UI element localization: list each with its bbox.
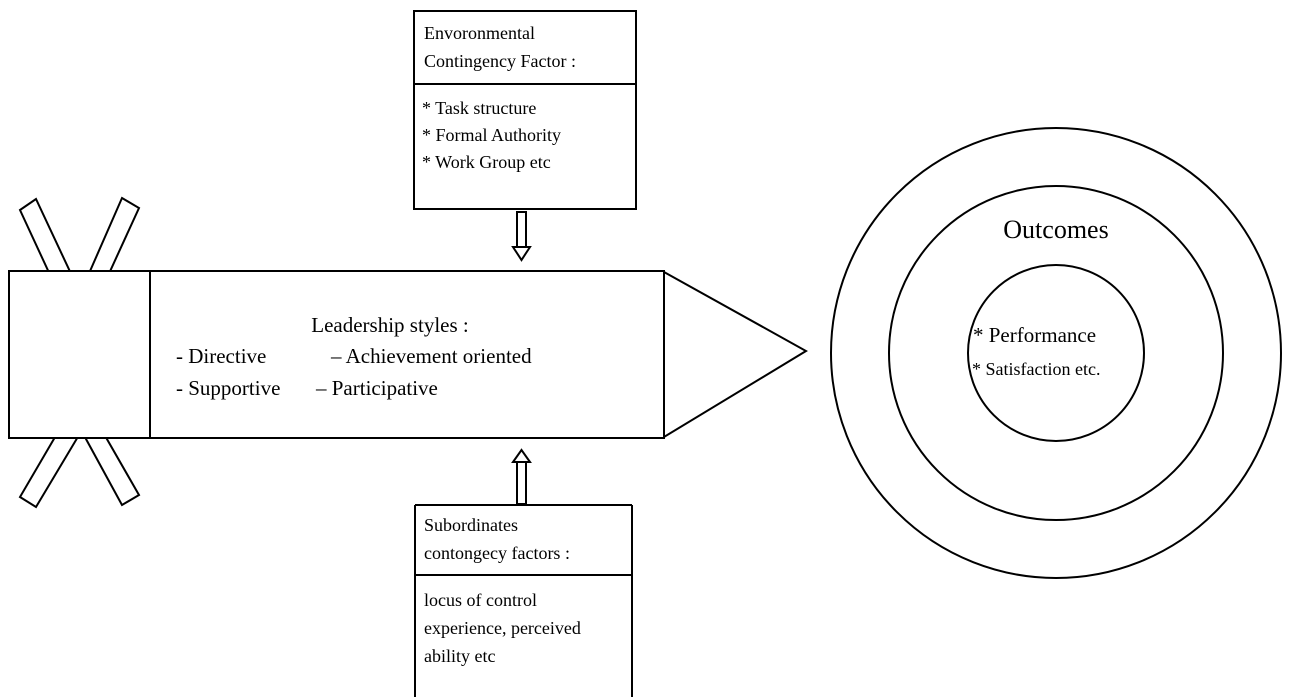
outcome-performance: * Performance (973, 323, 1096, 347)
outcomes-title: Outcomes (1003, 215, 1108, 244)
sub-item-ability: ability etc (424, 646, 495, 666)
down-arrow-stem (516, 211, 527, 248)
sub-item-experience: experience, perceived (424, 618, 581, 638)
env-title-line-1: Envoronmental (424, 23, 535, 43)
up-arrow-stem (516, 461, 527, 505)
inner-circle (967, 264, 1145, 442)
down-arrow (511, 211, 532, 262)
up-arrow-head (511, 448, 532, 463)
environmental-box: Envoronmental Contingency Factor : * Tas… (413, 10, 637, 210)
env-item-task-structure: * Task structure (422, 98, 536, 118)
style-directive: - Directive (176, 344, 266, 368)
down-arrow-head (511, 246, 532, 262)
env-item-work-group: * Work Group etc (422, 152, 551, 172)
subordinates-box: Subordinates contongecy factors : locus … (414, 504, 633, 697)
leadership-title: Leadership styles : (311, 313, 468, 337)
arrow-head (663, 270, 808, 439)
style-participative: – Participative (315, 376, 438, 400)
env-box-frame (413, 10, 637, 210)
env-title-line-2: Contingency Factor : (424, 51, 576, 71)
style-achievement: – Achievement oriented (330, 344, 532, 368)
sub-title-line-1: Subordinates (424, 515, 518, 535)
sub-item-locus: locus of control (424, 590, 537, 610)
style-supportive: - Supportive (176, 376, 280, 400)
env-item-formal-authority: * Formal Authority (422, 125, 561, 145)
sub-title-line-2: contongecy factors : (424, 543, 570, 563)
outcomes-target: Outcomes * Performance * Satisfaction et… (830, 127, 1282, 579)
arrow-shaft (8, 270, 665, 439)
up-arrow (511, 448, 532, 505)
outcome-satisfaction: * Satisfaction etc. (972, 359, 1100, 379)
leadership-styles: Leadership styles : - Directive – Achiev… (176, 313, 532, 400)
